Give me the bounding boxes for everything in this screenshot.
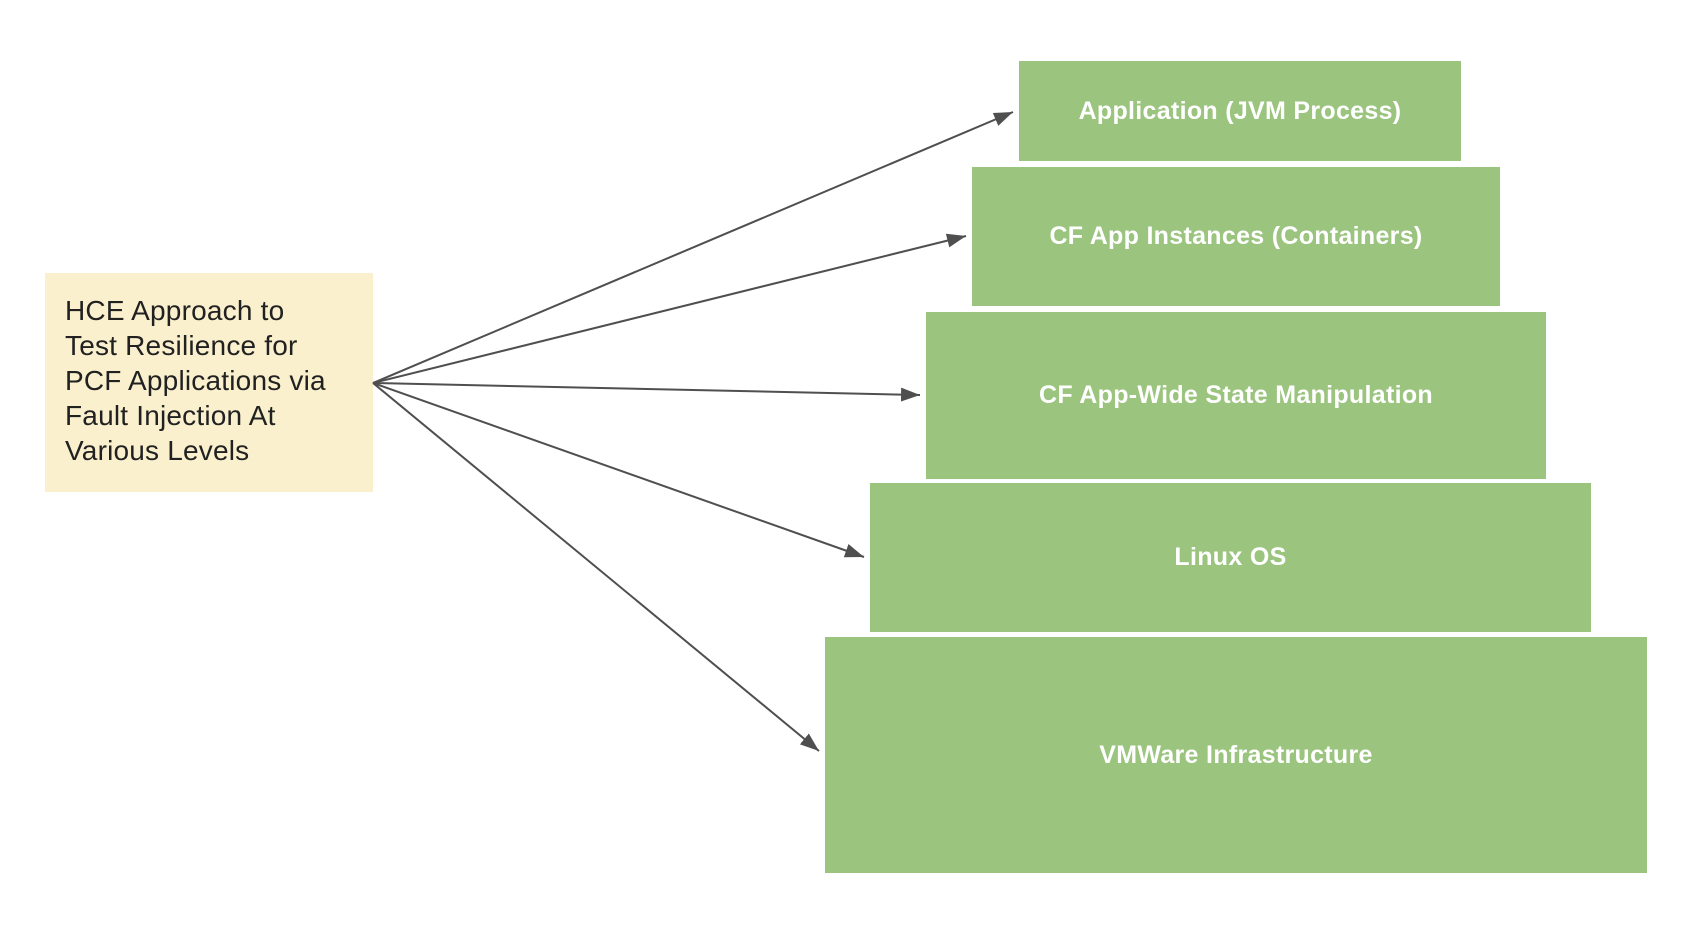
arrow-to-cf-app-instances: [372, 233, 967, 384]
arrow-to-vmware-infrastructure: [372, 382, 820, 752]
level-label-cf-app-wide-state-manipulation: CF App-Wide State Manipulation: [1039, 381, 1433, 409]
level-label-cf-app-instances: CF App Instances (Containers): [1049, 222, 1423, 250]
arrow-to-application-jvm-process: [372, 111, 1014, 384]
level-box-vmware-infrastructure: VMWare Infrastructure: [825, 637, 1647, 873]
note-box-hce-approach: HCE Approach to Test Resilience for PCF …: [45, 273, 373, 492]
arrow-to-cf-app-wide-state-manipulation: [372, 382, 921, 402]
level-box-linux-os: Linux OS: [870, 483, 1591, 632]
level-box-application-jvm-process: Application (JVM Process): [1019, 61, 1461, 161]
level-label-linux-os: Linux OS: [1174, 543, 1287, 571]
level-box-cf-app-wide-state-manipulation: CF App-Wide State Manipulation: [926, 312, 1546, 479]
arrow-to-linux-os: [372, 382, 865, 558]
level-label-application-jvm-process: Application (JVM Process): [1078, 96, 1402, 125]
level-label-vmware-infrastructure: VMWare Infrastructure: [1099, 740, 1373, 769]
level-box-cf-app-instances: CF App Instances (Containers): [972, 167, 1500, 306]
